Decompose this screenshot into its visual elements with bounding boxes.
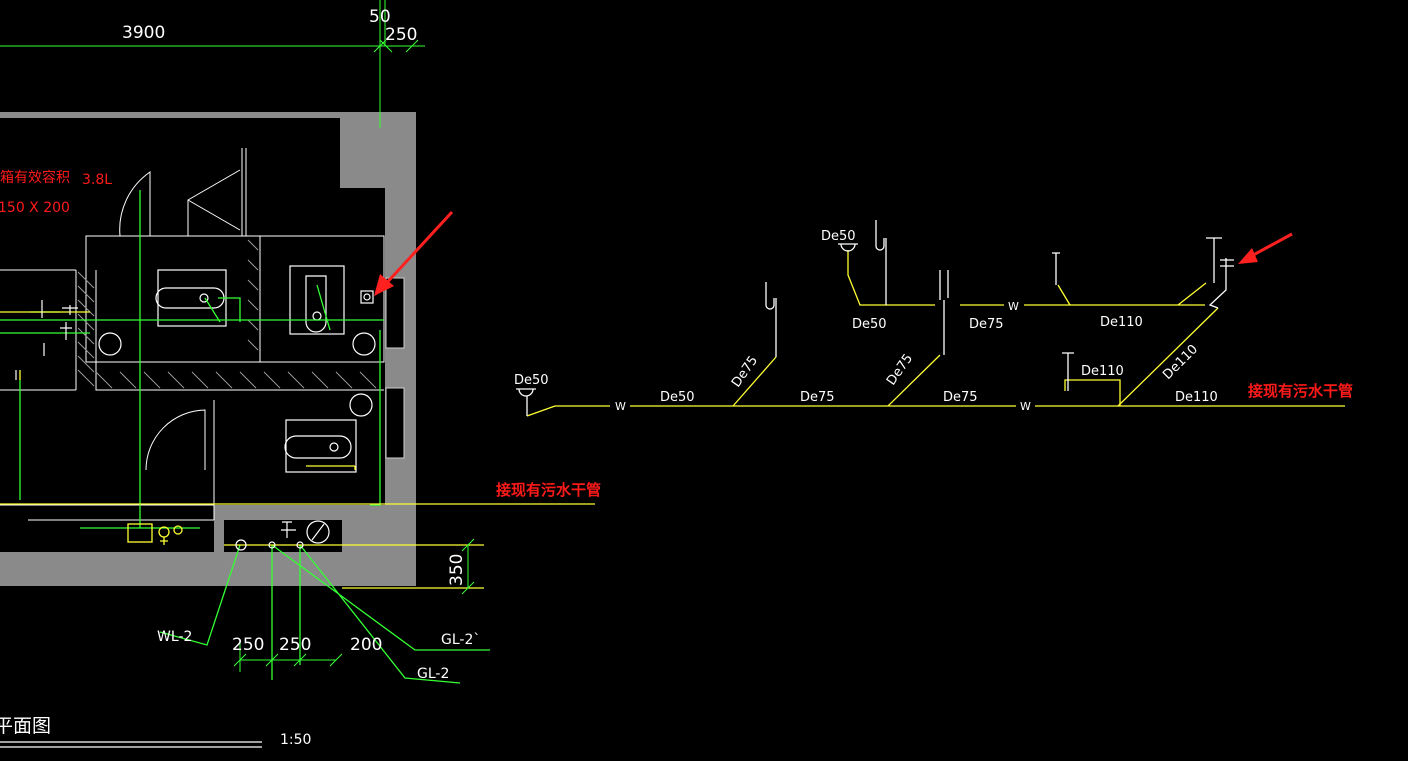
label-de50-left: De50 xyxy=(514,373,549,388)
riser-gl2-prime xyxy=(268,541,276,549)
basin-drain xyxy=(329,442,339,452)
dim-top xyxy=(0,0,425,128)
red-arrow-plan xyxy=(380,210,454,290)
toilet-2-box xyxy=(289,265,345,335)
small-fixture-inner xyxy=(363,293,371,301)
label-gl2: GL-2 xyxy=(417,666,449,682)
iso-main-pipe-note: 接现有污水干管 xyxy=(1248,382,1353,400)
small-fixture xyxy=(360,290,374,304)
branch-2 xyxy=(887,354,941,407)
label-de50-top: De50 xyxy=(821,229,856,244)
red-arrowhead-plan xyxy=(374,274,394,296)
door-swing-1 xyxy=(119,171,151,237)
title-underline xyxy=(0,741,262,748)
branch-3 xyxy=(1117,307,1219,407)
lower-partition xyxy=(0,400,215,521)
pipe-shaft xyxy=(224,520,342,552)
plan-title: 平面图 xyxy=(0,715,51,737)
fixture-de50-left xyxy=(516,388,536,416)
window-upper xyxy=(385,277,405,349)
floor-plan xyxy=(0,0,595,748)
riser-upper xyxy=(1052,252,1074,391)
w-2: W xyxy=(1020,400,1031,413)
isometric-diagram: W W W xyxy=(516,220,1345,417)
tank-note: 水箱有效容积 xyxy=(0,169,70,186)
tank-size: 150 X 200 xyxy=(0,200,70,216)
plan-scale: 1:50 xyxy=(280,732,311,748)
green-pipe-1 xyxy=(0,190,384,528)
basin-box xyxy=(285,419,357,473)
w-1: W xyxy=(615,400,626,413)
branch-upper-right xyxy=(1057,282,1207,306)
door-swing-2 xyxy=(187,169,241,236)
water-meter xyxy=(306,520,330,544)
label-de75-seg1: De75 xyxy=(800,390,835,405)
trap-1 xyxy=(765,282,777,357)
floor-drain-1 xyxy=(98,332,122,356)
basin xyxy=(284,435,352,459)
label-de75-seg2: De75 xyxy=(943,390,978,405)
label-de110-upper: De110 xyxy=(1100,315,1143,330)
label-gl2-prime: GL-2` xyxy=(441,632,480,648)
toilet-1-drain xyxy=(199,293,209,303)
label-wl2: WL-2 xyxy=(157,629,192,645)
dim-350: 350 xyxy=(447,554,467,586)
trap-2 xyxy=(875,220,887,305)
plan-main-pipe-note: 接现有污水干管 xyxy=(496,481,601,499)
hatch-left xyxy=(77,271,95,387)
toilet-2 xyxy=(305,275,327,333)
label-de75-upper: De75 xyxy=(969,317,1004,332)
riser-gl2 xyxy=(296,541,304,549)
dim-250-b: 250 xyxy=(279,635,311,655)
branch-1 xyxy=(732,356,777,407)
valve-left xyxy=(15,300,78,380)
label-de110-mid: De110 xyxy=(1081,364,1124,379)
dim-50: 50 xyxy=(369,7,391,27)
label-de110-bottom: De110 xyxy=(1175,390,1218,405)
label-de50-seg1: De50 xyxy=(852,317,887,332)
red-arrowhead-iso xyxy=(1238,248,1258,264)
trap-3 xyxy=(939,270,949,355)
partition-lines xyxy=(0,148,384,391)
dim-right xyxy=(461,538,475,595)
hatch-mid xyxy=(247,239,259,351)
w-3: W xyxy=(1008,300,1019,313)
label-de110-diag: De110 xyxy=(1160,342,1201,383)
valve-2 xyxy=(173,525,183,535)
hatch-bottom xyxy=(95,371,377,389)
yellow-pipe-2 xyxy=(0,311,484,589)
dim-250-a: 250 xyxy=(232,635,264,655)
main-line-left-drop xyxy=(526,405,556,417)
riser-right xyxy=(1206,237,1234,309)
branch-upper xyxy=(847,250,888,306)
riser-wl2 xyxy=(235,539,247,551)
dim-250-top: 250 xyxy=(385,25,417,45)
label-de75-branch1: De75 xyxy=(729,353,761,390)
fixture-de50-top xyxy=(838,243,858,252)
meter-needle xyxy=(281,521,325,541)
partition-b xyxy=(259,235,385,363)
door-swing-3 xyxy=(145,409,206,471)
window-lower xyxy=(385,387,405,459)
toilet-1 xyxy=(155,287,225,309)
floor-drain-3 xyxy=(349,393,373,417)
green-pipe-3 xyxy=(271,544,490,684)
branch-4 xyxy=(1064,379,1121,406)
room-interior xyxy=(0,118,385,552)
valve-stem xyxy=(160,537,168,545)
dim-200: 200 xyxy=(350,635,382,655)
floor-drain-2 xyxy=(352,332,376,356)
meter-box xyxy=(127,523,153,543)
dim-bottom xyxy=(233,640,343,672)
tank-volume: 3.8L xyxy=(82,172,112,188)
dim-3900: 3900 xyxy=(122,23,165,43)
label-de50-seg2: De50 xyxy=(660,390,695,405)
